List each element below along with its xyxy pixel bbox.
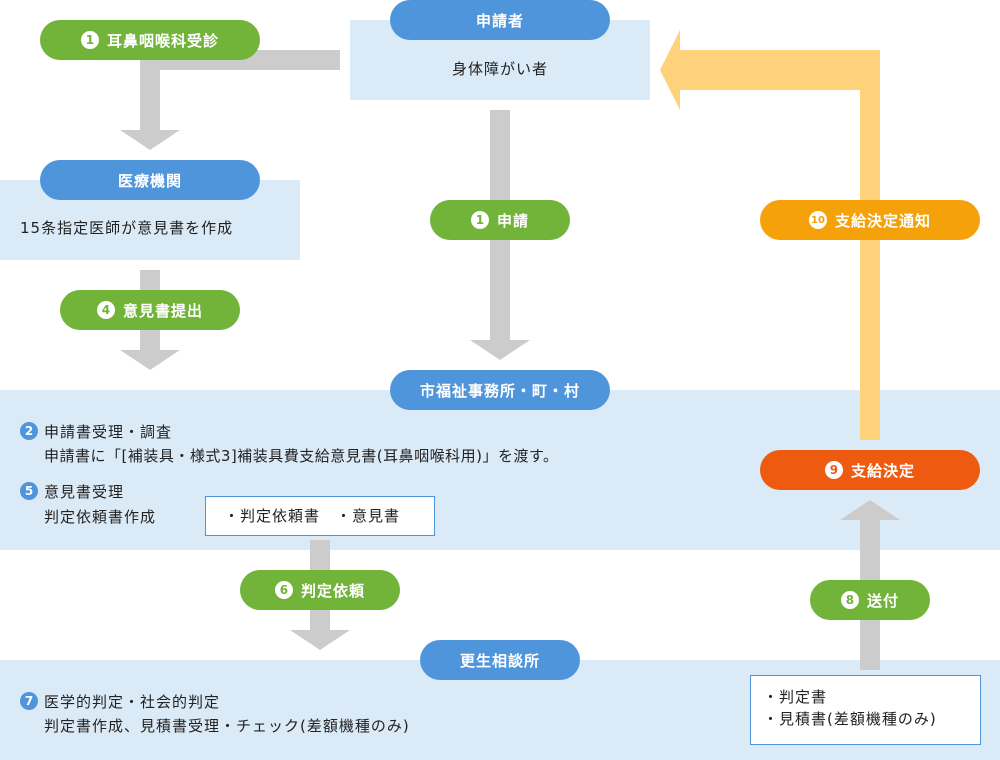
rehab-label: 更生相談所 <box>420 640 580 680</box>
step-5-number: 5 <box>20 482 38 500</box>
city-label: 市福祉事務所・町・村 <box>390 370 610 410</box>
step-number: 10 <box>808 211 827 229</box>
step-2-number: 2 <box>20 422 38 440</box>
arrow-decision-to-applicant <box>660 30 880 440</box>
step-1-apply: 1 申請 <box>430 200 570 240</box>
step-7-number: 7 <box>20 692 38 710</box>
city-documents-box: ・判定依頼書 ・意見書 <box>205 496 435 536</box>
step-8-send: 8 送付 <box>810 580 930 620</box>
medical-body: 15条指定医師が意見書を作成 <box>20 219 234 237</box>
step-number: 8 <box>840 591 859 609</box>
step-5-title: 意見書受理 <box>44 483 125 501</box>
step-6-request-judgment: 6 判定依頼 <box>240 570 400 610</box>
step-number: 1 <box>470 211 489 229</box>
step-number: 6 <box>274 581 293 599</box>
arrow-applicant-to-medical <box>120 50 340 150</box>
step-number: 9 <box>824 461 843 479</box>
step-7-title: 医学的判定・社会的判定 <box>44 693 221 711</box>
step-10-notification: 10 支給決定通知 <box>760 200 980 240</box>
step-9-decision: 9 支給決定 <box>760 450 980 490</box>
step-1-ent-visit: 1 耳鼻咽喉科受診 <box>40 20 260 60</box>
step-number: 1 <box>80 31 99 49</box>
step-number: 4 <box>96 301 115 319</box>
applicant-body: 身体障がい者 <box>451 60 548 78</box>
step-4-submit-opinion: 4 意見書提出 <box>60 290 240 330</box>
step-7-detail: 判定書作成、見積書受理・チェック(差額機種のみ) <box>44 717 410 735</box>
step-2-title: 申請書受理・調査 <box>44 423 173 441</box>
rehab-documents-box: ・判定書 ・見積書(差額機種のみ) <box>750 675 981 745</box>
step-2-detail: 申請書に「[補装具・様式3]補装具費支給意見書(耳鼻咽喉科用)」を渡す。 <box>44 447 559 465</box>
applicant-label: 申請者 <box>390 0 610 40</box>
step-5-detail: 判定依頼書作成 <box>44 508 157 526</box>
medical-label: 医療機関 <box>40 160 260 200</box>
